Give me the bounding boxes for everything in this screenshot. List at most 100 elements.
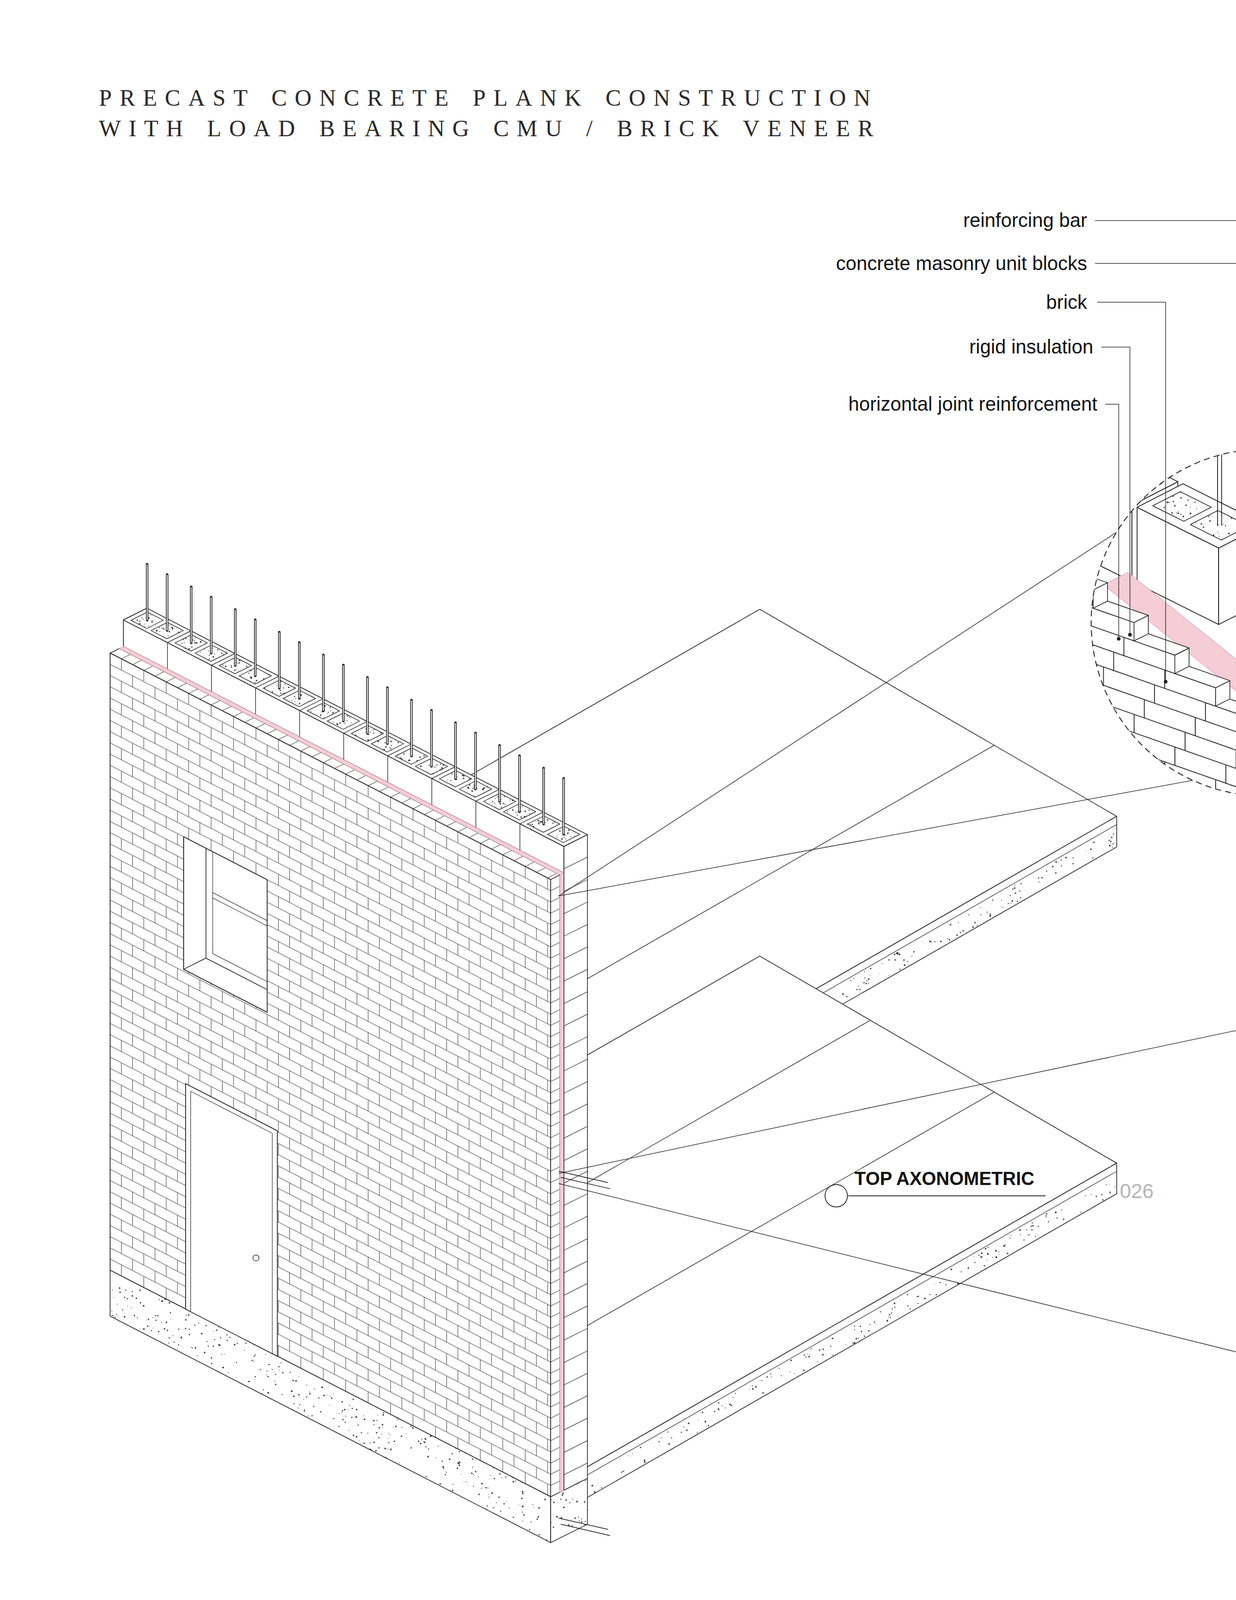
reinforcing-bar <box>298 642 301 699</box>
grout-speckle <box>291 694 314 705</box>
brick-end-joint <box>550 1278 560 1284</box>
rowlock-joint <box>356 775 366 780</box>
rowlock-joint <box>379 786 389 792</box>
cmu-end-joint <box>563 1103 587 1116</box>
brick-end-joint <box>550 964 560 969</box>
reinforcing-bar-fill <box>563 778 565 834</box>
reinforcing-bar-fill <box>366 678 368 733</box>
brick-end-joint <box>550 986 560 992</box>
caption-underline <box>848 1194 1046 1196</box>
rowlock-joint <box>301 746 311 751</box>
brick-unit <box>1031 586 1083 623</box>
rowlock-joint <box>233 711 243 716</box>
reinforcing-bar-fill <box>278 632 280 688</box>
brick-end-joint <box>550 1390 560 1395</box>
door-knob <box>253 1254 260 1261</box>
reinforcing-bar-fill <box>519 756 521 811</box>
brick-end-joint <box>550 1020 560 1026</box>
projection-line <box>558 772 1236 896</box>
joint-reinforcement <box>558 1171 610 1536</box>
rowlock-joint <box>255 723 266 728</box>
window-glass <box>212 836 284 990</box>
reinforcing-bar <box>562 777 565 835</box>
callout-label: horizontal joint reinforcement <box>848 392 1098 416</box>
brick-end-joint <box>550 1457 560 1463</box>
window-mullion <box>212 897 284 934</box>
cmu-joint <box>123 619 124 647</box>
cmu-end-joint <box>563 1305 587 1318</box>
brick-end-joint <box>550 1222 560 1227</box>
brick-end <box>550 874 560 1497</box>
window <box>183 825 290 1013</box>
detail-enlargement <box>1011 411 1236 870</box>
cmu-end-joint <box>563 924 587 936</box>
cmu-end-joint <box>563 1395 587 1408</box>
page-number: 026 <box>1119 1178 1154 1204</box>
reinforcing-bar <box>518 755 521 812</box>
grout-speckle <box>1163 491 1207 518</box>
reinforcing-bar <box>474 732 477 790</box>
reinforcing-bar-fill <box>386 688 388 744</box>
brick-end-joint <box>550 942 560 947</box>
cmu-end-joint <box>563 1462 587 1475</box>
cmu-end-joint <box>563 1328 587 1340</box>
brick-end-joint <box>550 1323 560 1328</box>
cmu-end-joint <box>563 901 587 914</box>
cmu-joint <box>387 755 388 783</box>
rowlock-joint <box>199 694 209 699</box>
projection-line <box>558 1030 1236 1173</box>
brick-end-joint <box>550 953 560 958</box>
brick-end-joint <box>550 1200 560 1205</box>
plank-edge <box>583 1162 1117 1500</box>
plank-edge-line <box>583 1171 1117 1477</box>
rowlock-joint <box>177 682 187 688</box>
brick-end-joint <box>550 998 560 1003</box>
door <box>185 1083 278 1356</box>
brick-face <box>110 652 551 1497</box>
grout-speckle <box>1108 472 1149 491</box>
window-jamb <box>183 825 206 970</box>
detail-outline <box>1091 448 1236 796</box>
brick-end-joint <box>550 1031 560 1037</box>
brick-end-joint <box>550 886 560 891</box>
reinforcing-bar <box>454 722 457 779</box>
rowlock-joint <box>121 653 131 659</box>
brick-end-joint <box>550 1166 560 1171</box>
rowlock-joint <box>334 763 344 768</box>
rowlock-joint <box>446 821 457 826</box>
rowlock-joint <box>166 677 176 682</box>
rowlock-joint <box>188 688 198 694</box>
brick-end-joint <box>550 1267 560 1272</box>
reinforcing-bar <box>278 632 281 689</box>
window-frame <box>206 825 290 1001</box>
brick-end-joint <box>550 1043 560 1048</box>
reinforcing-bar <box>386 687 389 744</box>
window-outline <box>183 836 268 1013</box>
door-leaf <box>190 1091 272 1354</box>
rowlock-joint <box>435 815 445 820</box>
brick-end-joint <box>550 1480 560 1485</box>
brick-unit-top <box>1042 564 1108 590</box>
reinforcing-bar <box>190 586 193 643</box>
rowlock-joint <box>513 855 523 861</box>
cmu-end-joint <box>563 991 587 1004</box>
grout-speckle <box>1075 448 1117 470</box>
rebar-stub <box>560 1523 610 1536</box>
insulation-end <box>559 872 564 1492</box>
rowlock-joint <box>480 838 490 843</box>
cmu-end-joint <box>563 968 587 981</box>
brick-unit <box>1042 663 1094 700</box>
rowlock-joint <box>244 717 254 722</box>
reinforcing-bar <box>366 677 369 734</box>
rowlock-joint <box>390 792 400 797</box>
cmu-block <box>1137 483 1236 549</box>
brick-end-joint <box>550 1121 560 1126</box>
reinforcing-bar-fill <box>455 723 457 778</box>
cmu-end-joint <box>563 1148 587 1161</box>
cmu-end-joint <box>563 1350 587 1363</box>
grout-speckle <box>526 819 557 828</box>
grout-speckle <box>181 637 206 650</box>
brick-end-joint <box>550 1087 560 1093</box>
cmu-end-joint <box>563 1014 587 1026</box>
